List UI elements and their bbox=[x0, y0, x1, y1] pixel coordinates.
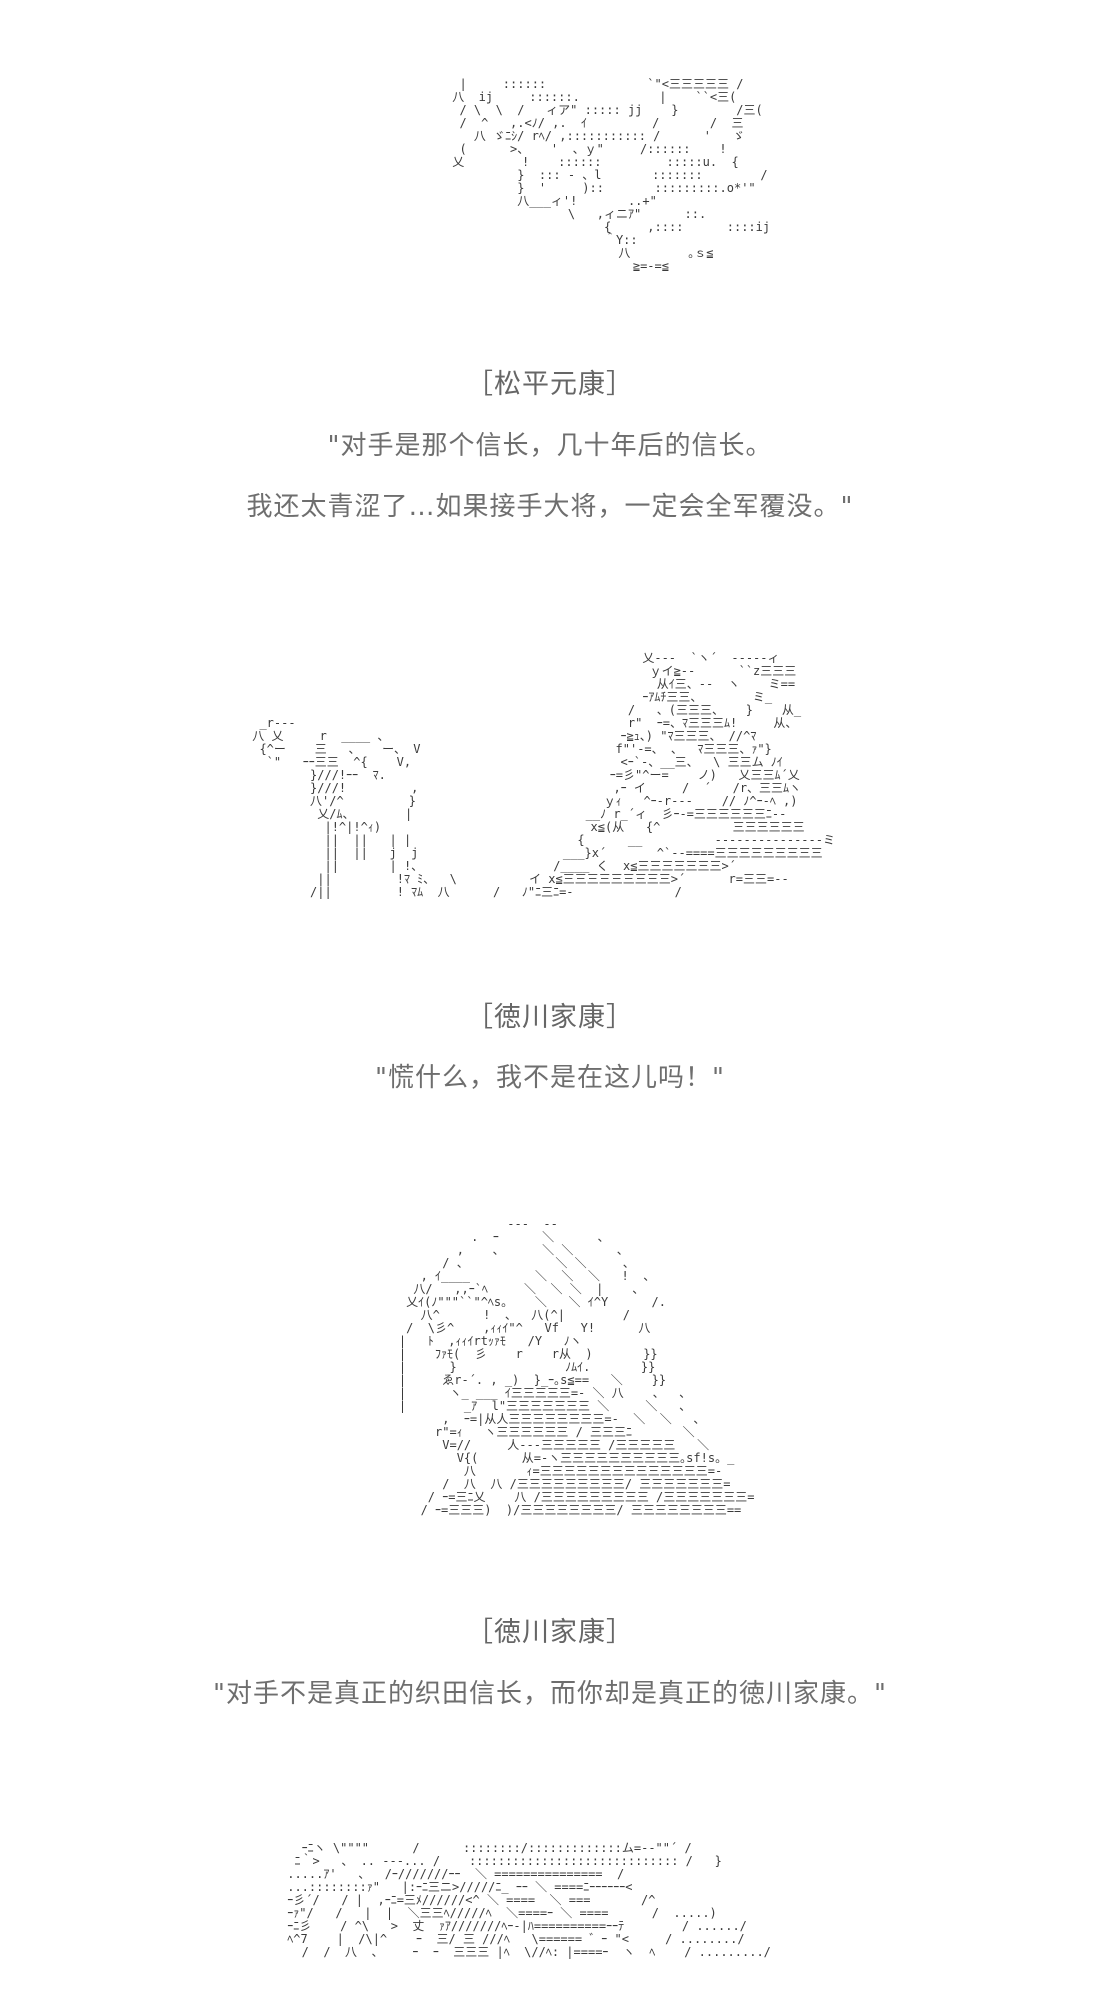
ascii-art-figure-3: --- -- . ｰ ＼ 、 , ､ ＼ ＼ 、 / 、 ＼ ＼ 、 , ｲ__… bbox=[398, 1217, 755, 1517]
speaker-name-2: ［徳川家康］ bbox=[466, 1002, 634, 1033]
ascii-art-figure-1: | :::::: `"<三三三三三 / 八 ij ::::::. | ``<三(… bbox=[452, 77, 771, 273]
ascii-art-figure-4: ｰﾆヽ \"""" / ::::::::/:::::::::::::ム=--""… bbox=[287, 1841, 771, 1959]
speaker-name-1: ［松平元康］ bbox=[466, 369, 634, 400]
dialogue-line-1b: 我还太青涩了…如果接手大将，一定会全军覆没。" bbox=[246, 492, 854, 522]
dialogue-line-1a: "对手是那个信长，几十年后的信长。 bbox=[327, 431, 773, 461]
speaker-name-3: ［徳川家康］ bbox=[466, 1617, 634, 1648]
dialogue-line-3a: "对手不是真正的织田信长，而你却是真正的徳川家康。" bbox=[213, 1679, 887, 1709]
dialogue-line-2a: "慌什么，我不是在这儿吗！" bbox=[375, 1063, 725, 1093]
ascii-art-figure-2: 乂--- `ヽ´ -----ィ ｙイ≧-- ``z三三三 从ｲ三、-- ヽ ミ=… bbox=[252, 651, 835, 899]
